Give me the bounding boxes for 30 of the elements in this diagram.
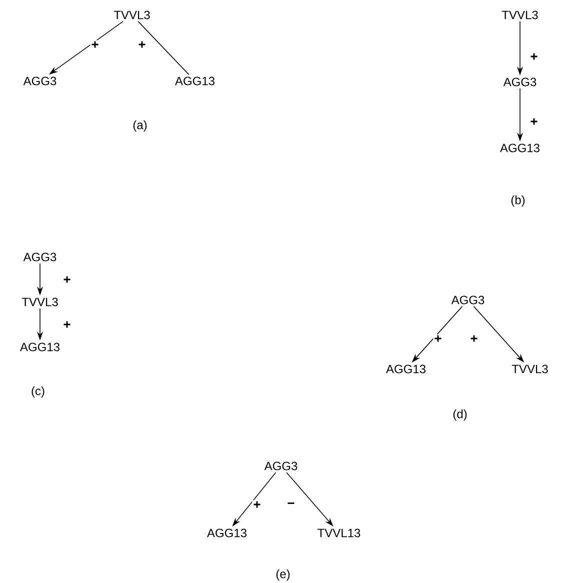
panel-label: (e) <box>276 569 290 581</box>
edge-label: − <box>286 502 296 509</box>
gene-label: AGG3 <box>503 78 536 86</box>
panel-label: (a) <box>133 120 147 132</box>
edge-label: + <box>62 320 72 330</box>
gene-label: AGG13 <box>175 76 214 86</box>
edge-label: + <box>137 40 147 50</box>
edge-label: + <box>62 275 72 285</box>
gene-label: AGG3 <box>23 76 56 86</box>
gene-label: AGG13 <box>500 144 540 152</box>
panel-label: (b) <box>511 195 525 207</box>
edge-label: + <box>433 334 443 344</box>
edge-label: + <box>469 334 479 344</box>
panel-label: (c) <box>32 386 44 398</box>
gene-label: AGG13 <box>386 364 426 374</box>
edge-label: + <box>252 500 262 510</box>
gene-label: TVVL13 <box>318 528 360 538</box>
gene-label: AGG3 <box>23 252 56 262</box>
gene-label: TVVL3 <box>114 10 150 20</box>
gene-label: AGG13 <box>207 528 246 538</box>
edge-label: + <box>529 117 539 127</box>
gene-label: TVVL3 <box>22 298 58 306</box>
gene-label: AGG13 <box>20 342 60 352</box>
gene-label: AGG3 <box>451 296 484 304</box>
gene-label: AGG3 <box>264 462 298 470</box>
edge-label: + <box>529 52 539 62</box>
panel-label: (d) <box>453 409 467 421</box>
gene-label: TVVL3 <box>502 10 538 20</box>
edge-label: + <box>90 40 100 50</box>
gene-label: TVVL3 <box>512 364 548 374</box>
